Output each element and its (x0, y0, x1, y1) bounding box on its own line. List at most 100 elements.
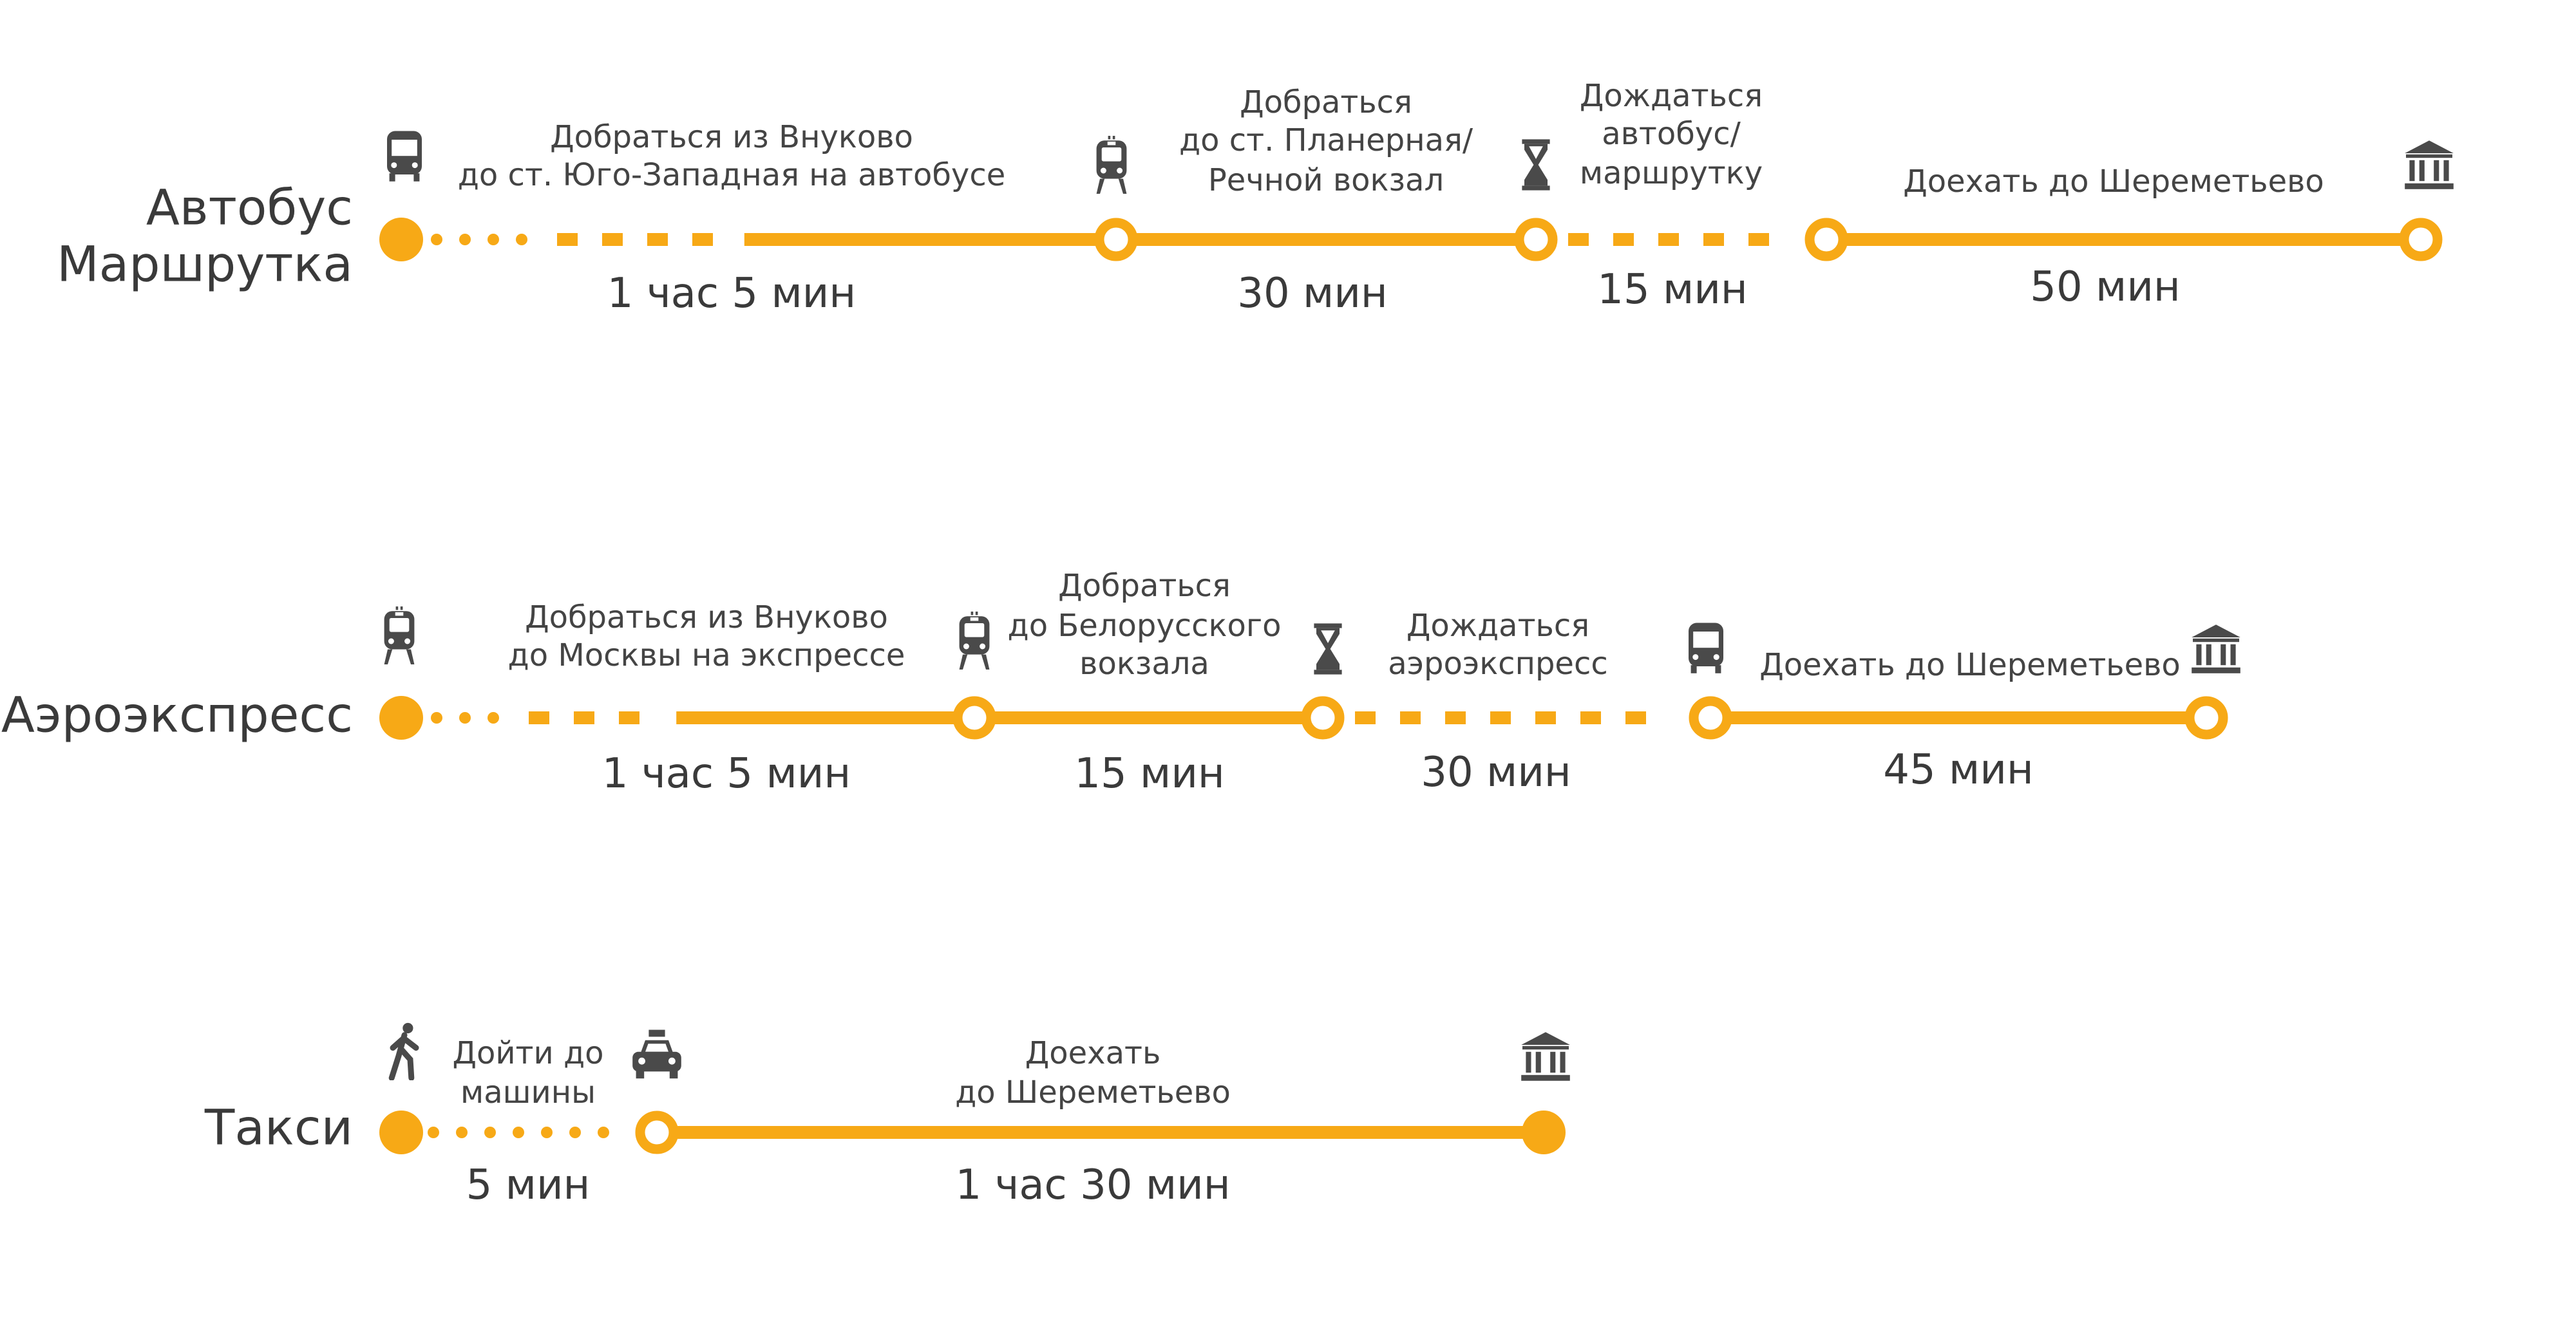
segment-duration: 45 мин (1883, 746, 2034, 794)
dot-mark (541, 1127, 553, 1138)
route-title: Автобус (146, 179, 353, 236)
segment-label: Речной вокзал (1208, 162, 1444, 198)
route-segment: Доехать до Шереметьево 45 мин (1710, 647, 2206, 794)
segment-duration: 15 мин (1074, 750, 1225, 798)
segment-label: Дойти до (452, 1035, 603, 1071)
segment-label: автобус/ (1602, 116, 1741, 152)
segment-label: Добраться из Внуково (550, 119, 913, 155)
solid-line (676, 711, 974, 724)
segment-label: Доехать до Шереметьево (1759, 647, 2181, 683)
museum-icon (2405, 140, 2454, 189)
segment-label: маршрутку (1580, 155, 1763, 191)
segment-label: Добраться из Внуково (525, 599, 888, 635)
route-title: Такси (204, 1099, 353, 1156)
bus-icon (1689, 623, 1723, 673)
segment-label: до Москвы на экспрессе (508, 637, 905, 673)
dash-mark (1490, 711, 1511, 724)
route-title: Аэроэкспресс (1, 686, 353, 744)
segment-duration: 1 час 5 мин (607, 270, 856, 317)
bus-icon (387, 131, 422, 182)
segment-duration: 5 мин (466, 1161, 591, 1209)
solid-line (974, 711, 1323, 724)
walking-person-icon (392, 1023, 416, 1078)
route-segment: Доехать до Шереметьево 50 мин (1826, 164, 2421, 311)
dot-mark (459, 712, 471, 724)
dash-mark (1613, 233, 1634, 246)
hourglass-icon (1314, 623, 1342, 675)
dot-mark (428, 1127, 439, 1138)
transfer-node (1514, 218, 1558, 261)
dash-mark (1400, 711, 1421, 724)
museum-icon (1521, 1032, 1570, 1081)
dot-mark (516, 234, 527, 245)
segment-duration: 15 мин (1597, 266, 1748, 314)
dash-mark (1748, 233, 1769, 246)
dot-mark (459, 234, 471, 245)
solid-line (1710, 711, 2206, 724)
taxi-icon (632, 1029, 681, 1079)
dash-mark (1703, 233, 1724, 246)
dash-mark (602, 233, 623, 246)
dash-mark (574, 711, 594, 724)
solid-line (657, 1126, 1544, 1139)
start-node (379, 218, 423, 261)
start-node (379, 1111, 423, 1154)
transfer-node (1094, 218, 1138, 261)
segment-label: аэроэкспресс (1388, 646, 1607, 682)
transfer-node (1689, 696, 1732, 740)
segment-label: до ст. Юго-Западная на автобусе (458, 157, 1006, 193)
solid-line (744, 233, 1116, 246)
dash-mark (1445, 711, 1466, 724)
transfer-node (952, 696, 996, 740)
hourglass-icon (1522, 139, 1550, 191)
train-icon (1096, 136, 1127, 194)
segment-duration: 30 мин (1421, 749, 1571, 796)
segment-label: до ст. Планерная/ (1179, 122, 1473, 158)
dash-mark (1625, 711, 1646, 724)
segment-label: вокзала (1079, 646, 1209, 682)
segment-label: машины (460, 1074, 596, 1111)
dash-mark (1568, 233, 1589, 246)
dash-mark (1580, 711, 1601, 724)
transfer-node (1301, 696, 1345, 740)
museum-icon (2192, 624, 2240, 673)
segment-label: Добраться (1058, 568, 1231, 604)
transfer-node (635, 1111, 679, 1154)
segment-label: Дождаться (1406, 608, 1589, 644)
dash-mark (1658, 233, 1679, 246)
train-icon (384, 606, 415, 664)
segment-label: Доехать (1025, 1035, 1160, 1071)
dash-mark (557, 233, 578, 246)
dash-mark (529, 711, 549, 724)
segment-duration: 30 мин (1237, 270, 1388, 317)
solid-line (1116, 233, 1536, 246)
dot-mark (431, 234, 442, 245)
segment-label: Доехать до Шереметьево (1903, 164, 2324, 200)
segment-label: до Шереметьево (955, 1074, 1231, 1111)
dot-mark (513, 1127, 524, 1138)
segment-label: Добраться (1240, 84, 1412, 120)
dot-mark (431, 712, 442, 724)
dot-mark (456, 1127, 468, 1138)
dot-mark (488, 234, 499, 245)
dot-mark (569, 1127, 581, 1138)
dash-mark (1535, 711, 1556, 724)
dash-mark (1355, 711, 1376, 724)
segment-duration: 1 час 30 мин (955, 1161, 1230, 1209)
dash-mark (619, 711, 639, 724)
segment-label: Дождаться (1580, 78, 1763, 114)
end-node (1522, 1111, 1566, 1154)
segment-duration: 50 мин (2030, 263, 2181, 311)
dot-mark (488, 712, 499, 724)
dot-mark (598, 1127, 609, 1138)
dot-mark (484, 1127, 496, 1138)
